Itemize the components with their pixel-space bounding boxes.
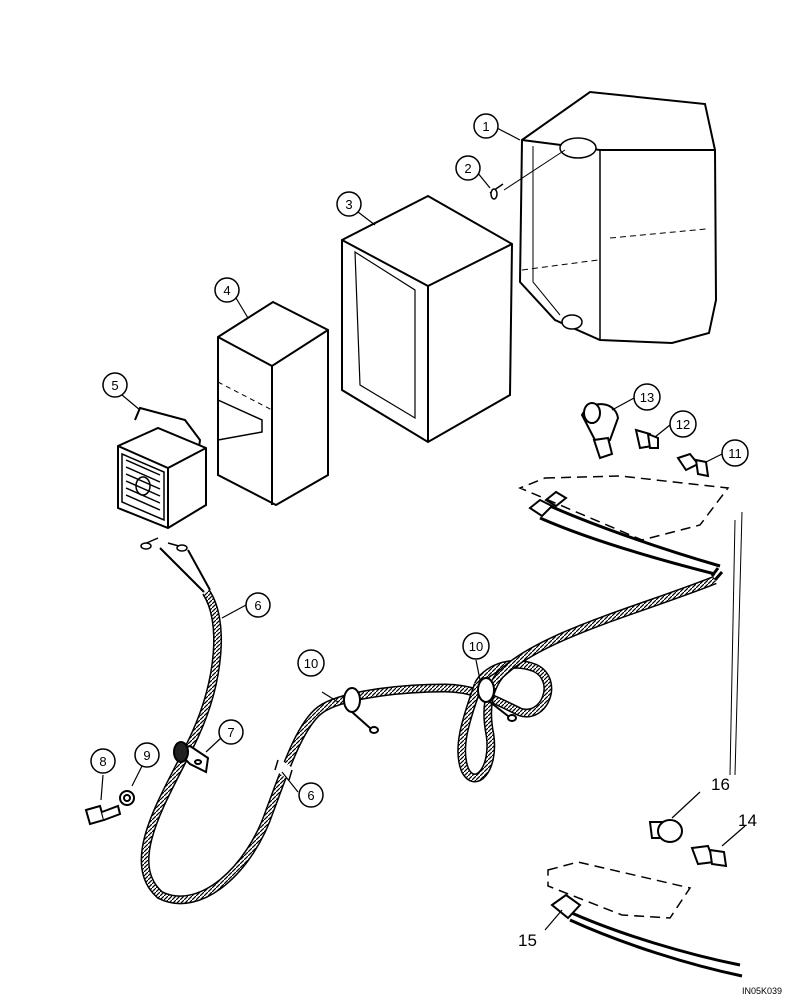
foam-insert bbox=[341, 194, 514, 444]
screw-leader-line bbox=[503, 149, 566, 191]
svg-text:10: 10 bbox=[469, 639, 483, 654]
svg-text:9: 9 bbox=[143, 748, 150, 763]
guide-line-a bbox=[734, 511, 743, 776]
callout-14: 14 bbox=[738, 811, 757, 830]
harness-clamp-right bbox=[477, 677, 517, 722]
callout-3: 3 bbox=[336, 191, 362, 217]
callout-6-lower: 6 bbox=[298, 782, 324, 808]
alarm-terminals bbox=[140, 537, 188, 552]
elbow-fitting bbox=[580, 402, 620, 460]
callout-16: 16 bbox=[711, 775, 730, 794]
backup-alarm bbox=[117, 406, 207, 530]
callout-4: 4 bbox=[214, 277, 240, 303]
svg-text:8: 8 bbox=[99, 754, 106, 769]
callout-1: 1 bbox=[473, 113, 499, 139]
connection-dashed-box-lower bbox=[547, 861, 692, 919]
svg-text:7: 7 bbox=[227, 725, 234, 740]
lower-harness bbox=[550, 893, 743, 978]
svg-text:11: 11 bbox=[728, 446, 742, 461]
bolt bbox=[84, 804, 122, 826]
svg-text:6: 6 bbox=[307, 788, 314, 803]
callout-10-left: 10 bbox=[297, 649, 325, 677]
svg-text:1: 1 bbox=[482, 119, 489, 134]
switch-fitting bbox=[690, 844, 728, 868]
callout-12: 12 bbox=[669, 410, 697, 438]
callout-7: 7 bbox=[218, 719, 244, 745]
adapter-fitting bbox=[634, 428, 659, 450]
plug-fitting bbox=[648, 819, 683, 843]
callout-6-upper: 6 bbox=[245, 592, 271, 618]
svg-text:12: 12 bbox=[676, 417, 690, 432]
svg-text:13: 13 bbox=[640, 390, 654, 405]
svg-text:10: 10 bbox=[304, 656, 318, 671]
screw bbox=[489, 183, 504, 200]
svg-text:2: 2 bbox=[464, 161, 471, 176]
callout-9: 9 bbox=[134, 742, 160, 768]
washer bbox=[119, 790, 135, 806]
callout-8: 8 bbox=[90, 748, 116, 774]
alarm-grille bbox=[125, 459, 161, 511]
guide-line-b bbox=[729, 519, 736, 776]
sender-fitting bbox=[676, 452, 710, 478]
p-clip bbox=[173, 741, 210, 774]
callout-2: 2 bbox=[455, 155, 481, 181]
callout-10-right: 10 bbox=[462, 632, 490, 660]
harness-clamp-left bbox=[343, 687, 379, 734]
callout-5: 5 bbox=[102, 372, 128, 398]
wiring-harness bbox=[140, 504, 724, 905]
svg-text:3: 3 bbox=[345, 197, 352, 212]
leader-lines bbox=[100, 127, 746, 931]
connection-dashed-box-upper bbox=[518, 475, 730, 541]
callout-13: 13 bbox=[633, 383, 661, 411]
svg-text:5: 5 bbox=[111, 378, 118, 393]
callout-11: 11 bbox=[721, 439, 749, 467]
callout-15: 15 bbox=[518, 931, 537, 950]
harness-connectors bbox=[528, 490, 568, 518]
figure-reference: IN05K039 bbox=[742, 986, 782, 996]
cover-box bbox=[518, 90, 718, 345]
svg-text:4: 4 bbox=[223, 283, 230, 298]
svg-text:6: 6 bbox=[254, 598, 261, 613]
foam-block bbox=[217, 300, 329, 507]
